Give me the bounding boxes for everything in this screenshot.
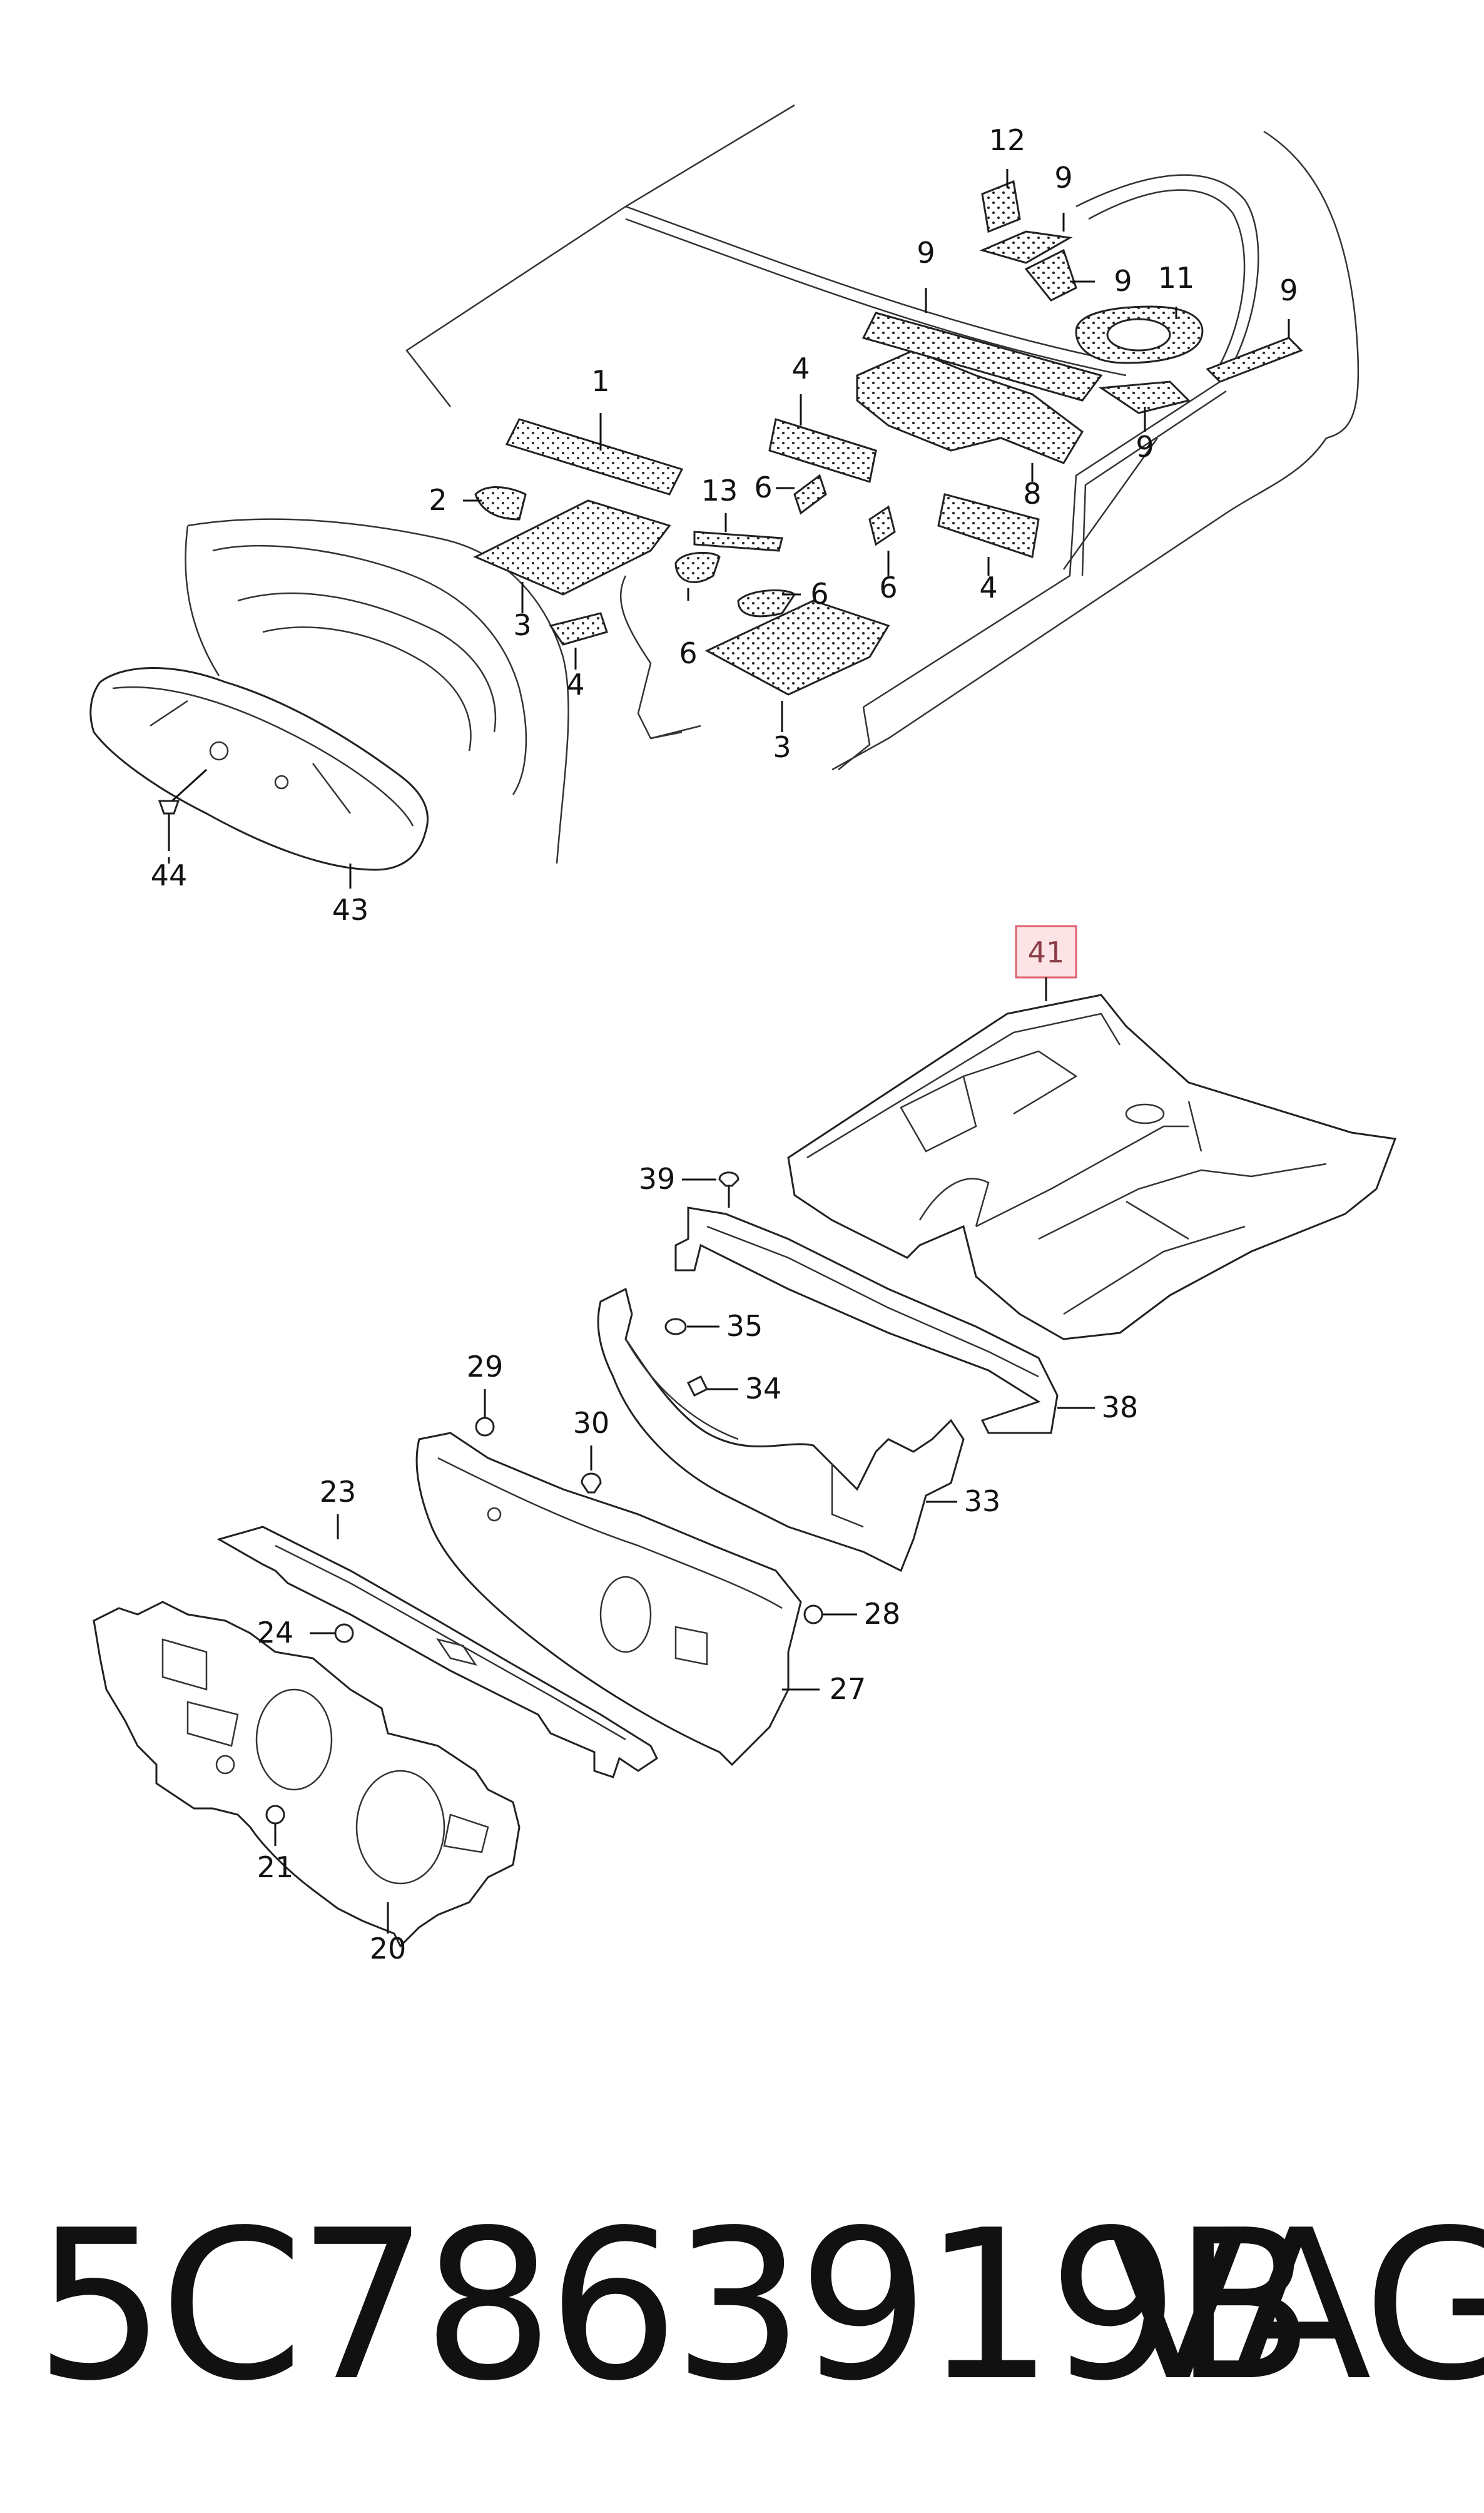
callout-11: 11: [1158, 261, 1195, 295]
callout-6: 6: [754, 471, 772, 504]
callout-41-highlight: [1015, 925, 1077, 1001]
callout-4: 4: [791, 352, 810, 385]
car-body-outline: [405, 104, 1359, 771]
part-33-bracket: [597, 1287, 965, 1573]
part-34-clip: [686, 1375, 738, 1397]
part-43-engine-cover: [89, 667, 429, 871]
callout-1: 1: [591, 364, 609, 398]
part-21-clip: [265, 1805, 285, 1846]
part-29-clip: [475, 1389, 495, 1437]
callout-29: 29: [467, 1350, 504, 1384]
callout-35: 35: [726, 1309, 763, 1343]
part-number: 5C7863919B: [34, 2186, 1314, 2426]
callout-27: 27: [830, 1672, 867, 1706]
callout-4: 4: [979, 571, 997, 604]
callout-12: 12: [989, 123, 1026, 157]
callout-4: 4: [566, 668, 584, 701]
callout-21: 21: [257, 1850, 294, 1884]
callout-44: 44: [151, 859, 188, 892]
callout-23: 23: [320, 1475, 357, 1509]
callout-6: 6: [879, 571, 897, 604]
callout-24: 24: [257, 1616, 294, 1649]
callout-3: 3: [513, 608, 531, 642]
callout-20: 20: [370, 1932, 407, 1965]
callout-3: 3: [773, 730, 791, 764]
callout-6: 6: [679, 636, 697, 670]
exploded-parts-diagram: 1 2 3 3 4 4 4 6 6 6 6 8 9 9 9 9 9 11 12 …: [89, 104, 1397, 1965]
callout-2: 2: [429, 483, 447, 517]
part-38-cross-member: [674, 1206, 1095, 1434]
part-39-clip: [682, 1171, 739, 1208]
callout-6: 6: [810, 577, 828, 611]
part-24-clip: [310, 1623, 354, 1643]
insulation-pads: [473, 180, 1303, 696]
part-23-seal-strip: [216, 1514, 658, 1778]
callout-9: 9: [1136, 430, 1154, 464]
callout-41: 41: [1028, 935, 1065, 969]
part-30-clip: [581, 1445, 602, 1494]
callout-43: 43: [332, 893, 369, 927]
part-41-floor-carpet: [787, 994, 1397, 1340]
part-27-insulation-panel: [415, 1432, 820, 1766]
firewall-outline: [185, 518, 701, 864]
callout-9: 9: [1054, 161, 1072, 195]
callout-30: 30: [573, 1406, 610, 1440]
callout-33: 33: [964, 1484, 1001, 1518]
callout-38: 38: [1102, 1390, 1139, 1424]
callout-8: 8: [1023, 477, 1041, 511]
callout-13: 13: [701, 474, 738, 507]
callout-34: 34: [745, 1372, 782, 1405]
brand-label: VAG: [1107, 2186, 1484, 2426]
callout-39: 39: [639, 1162, 676, 1196]
callout-labels: 1 2 3 3 4 4 4 6 6 6 6 8 9 9 9 9 9 11 12 …: [151, 123, 1298, 1965]
callout-9: 9: [917, 236, 935, 270]
part-28-clip: [803, 1604, 857, 1624]
callout-28: 28: [864, 1597, 901, 1631]
part-20-firewall-insulation: [93, 1601, 521, 1948]
part-44-clip: [158, 768, 208, 851]
part-35-clip: [664, 1318, 719, 1335]
callout-9: 9: [1279, 273, 1298, 307]
callout-9: 9: [1114, 264, 1132, 298]
callout-lines-top: [168, 169, 1290, 889]
